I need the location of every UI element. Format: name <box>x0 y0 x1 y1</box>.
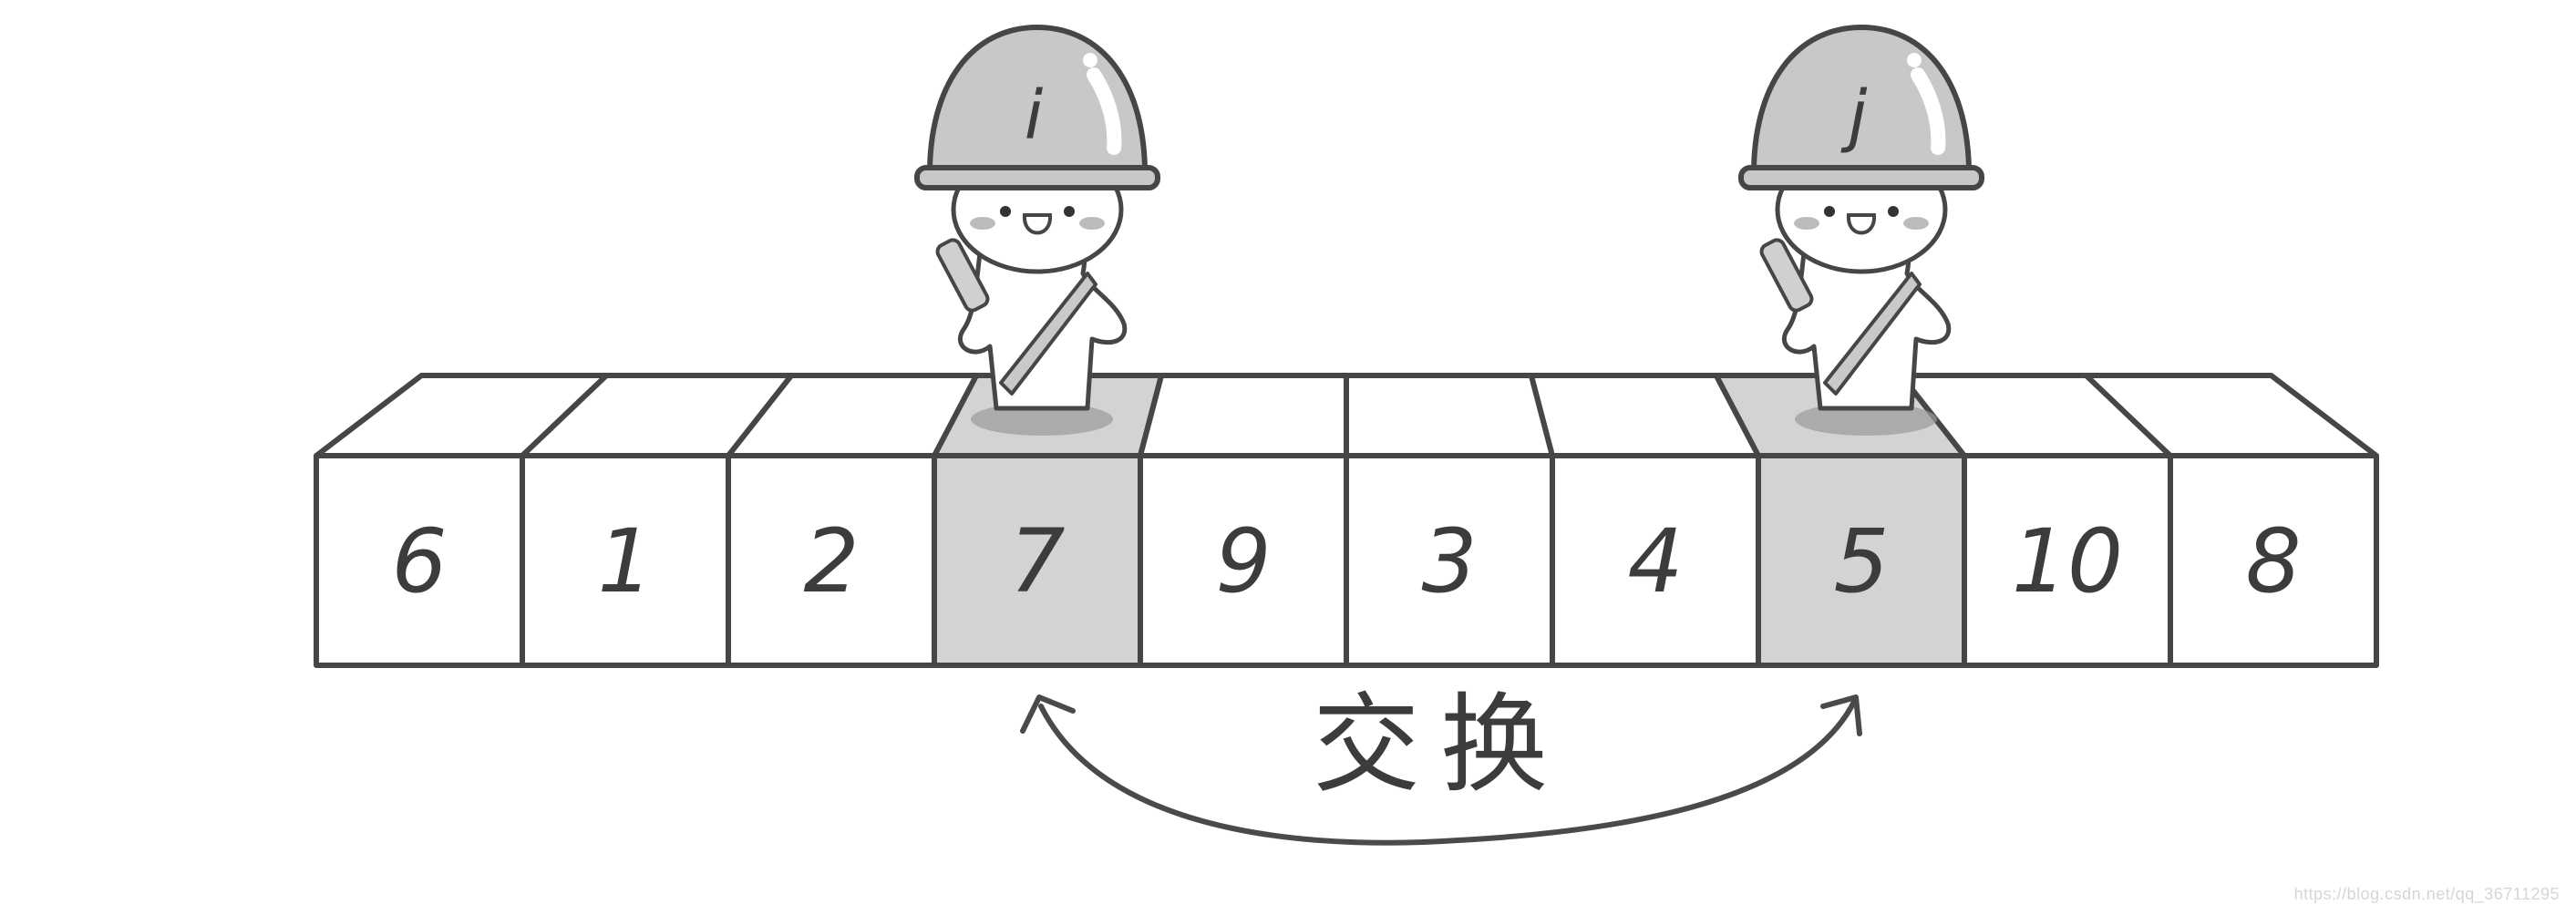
cell-value: 10 <box>2012 510 2123 612</box>
array-cell: 4 <box>1550 453 1761 668</box>
cell-box <box>2168 453 2379 668</box>
cell-value: 6 <box>391 510 447 612</box>
cell-box <box>1756 453 1967 668</box>
pointer-eye <box>1888 206 1899 217</box>
array-cell: 5 <box>1756 453 1967 668</box>
cell-box <box>1138 453 1349 668</box>
pointer-baton <box>1759 238 1814 313</box>
cell-value: 1 <box>597 510 653 612</box>
array-cell: 8 <box>2168 453 2379 668</box>
cell-value: 4 <box>1627 510 1683 612</box>
array-cell: 9 <box>1138 453 1349 668</box>
array-cells: 6 1 2 7 9 3 4 5 10 8 <box>314 453 2379 668</box>
pointer-cheek <box>1903 217 1929 230</box>
cell-value: 8 <box>2245 510 2301 612</box>
pointer-shadow <box>1795 403 1937 436</box>
cell-value: 9 <box>1215 510 1271 612</box>
pointer-helmet-brim <box>914 165 1160 190</box>
pointer-mouth <box>1022 213 1053 235</box>
array-cell: 2 <box>726 453 937 668</box>
pointer-shadow <box>971 403 1113 436</box>
pointer-cheek <box>1079 217 1105 230</box>
cell-value: 2 <box>803 510 859 612</box>
cell-box <box>314 453 525 668</box>
cell-box <box>520 453 731 668</box>
cell-box <box>932 453 1143 668</box>
swap-arrow <box>1020 694 1862 846</box>
cell-top-face <box>1138 373 1349 458</box>
cell-box <box>1550 453 1761 668</box>
swap-label: 交换 <box>1313 682 1568 807</box>
pointer-cheek <box>1794 217 1819 230</box>
pointer-helmet-shine <box>1087 67 1122 155</box>
array-top-faces <box>314 373 2379 458</box>
pointer-helmet-brim <box>1738 165 1984 190</box>
watermark: https://blog.csdn.net/qq_36711295 <box>2293 885 2560 903</box>
pointer-cheek <box>970 217 995 230</box>
cell-box <box>1962 453 2173 668</box>
array-cell: 7 <box>932 453 1143 668</box>
cell-value: 5 <box>1833 510 1889 612</box>
cell-value: 7 <box>1009 510 1065 612</box>
pointer-baton <box>935 238 990 313</box>
array-cell: 10 <box>1962 453 2173 668</box>
pointer-helmet-shine <box>1911 67 1946 155</box>
swap-arrowhead-right <box>1820 694 1862 736</box>
pointer-j: j <box>1738 25 1984 436</box>
cell-box <box>726 453 937 668</box>
pointer-i: i <box>914 25 1160 436</box>
pointer-eye <box>1000 206 1011 217</box>
pointer-helmet-shine <box>1083 53 1097 67</box>
pointer-sash <box>999 272 1097 396</box>
pointer-eye <box>1824 206 1835 217</box>
array-cell: 3 <box>1344 453 1555 668</box>
pointer-label: i <box>1025 77 1044 155</box>
pointer-eye <box>1064 206 1075 217</box>
cell-value: 3 <box>1421 510 1477 612</box>
pointer-sash <box>1823 272 1922 396</box>
cell-top-face <box>1344 373 1555 458</box>
swap-arrowhead-left <box>1020 694 1076 734</box>
swap-arrow-curve <box>1038 697 1858 846</box>
pointer-helmet-shine <box>1907 53 1922 67</box>
pointer-mouth <box>1846 213 1877 235</box>
array-cell: 6 <box>314 453 525 668</box>
array-cell: 1 <box>520 453 731 668</box>
